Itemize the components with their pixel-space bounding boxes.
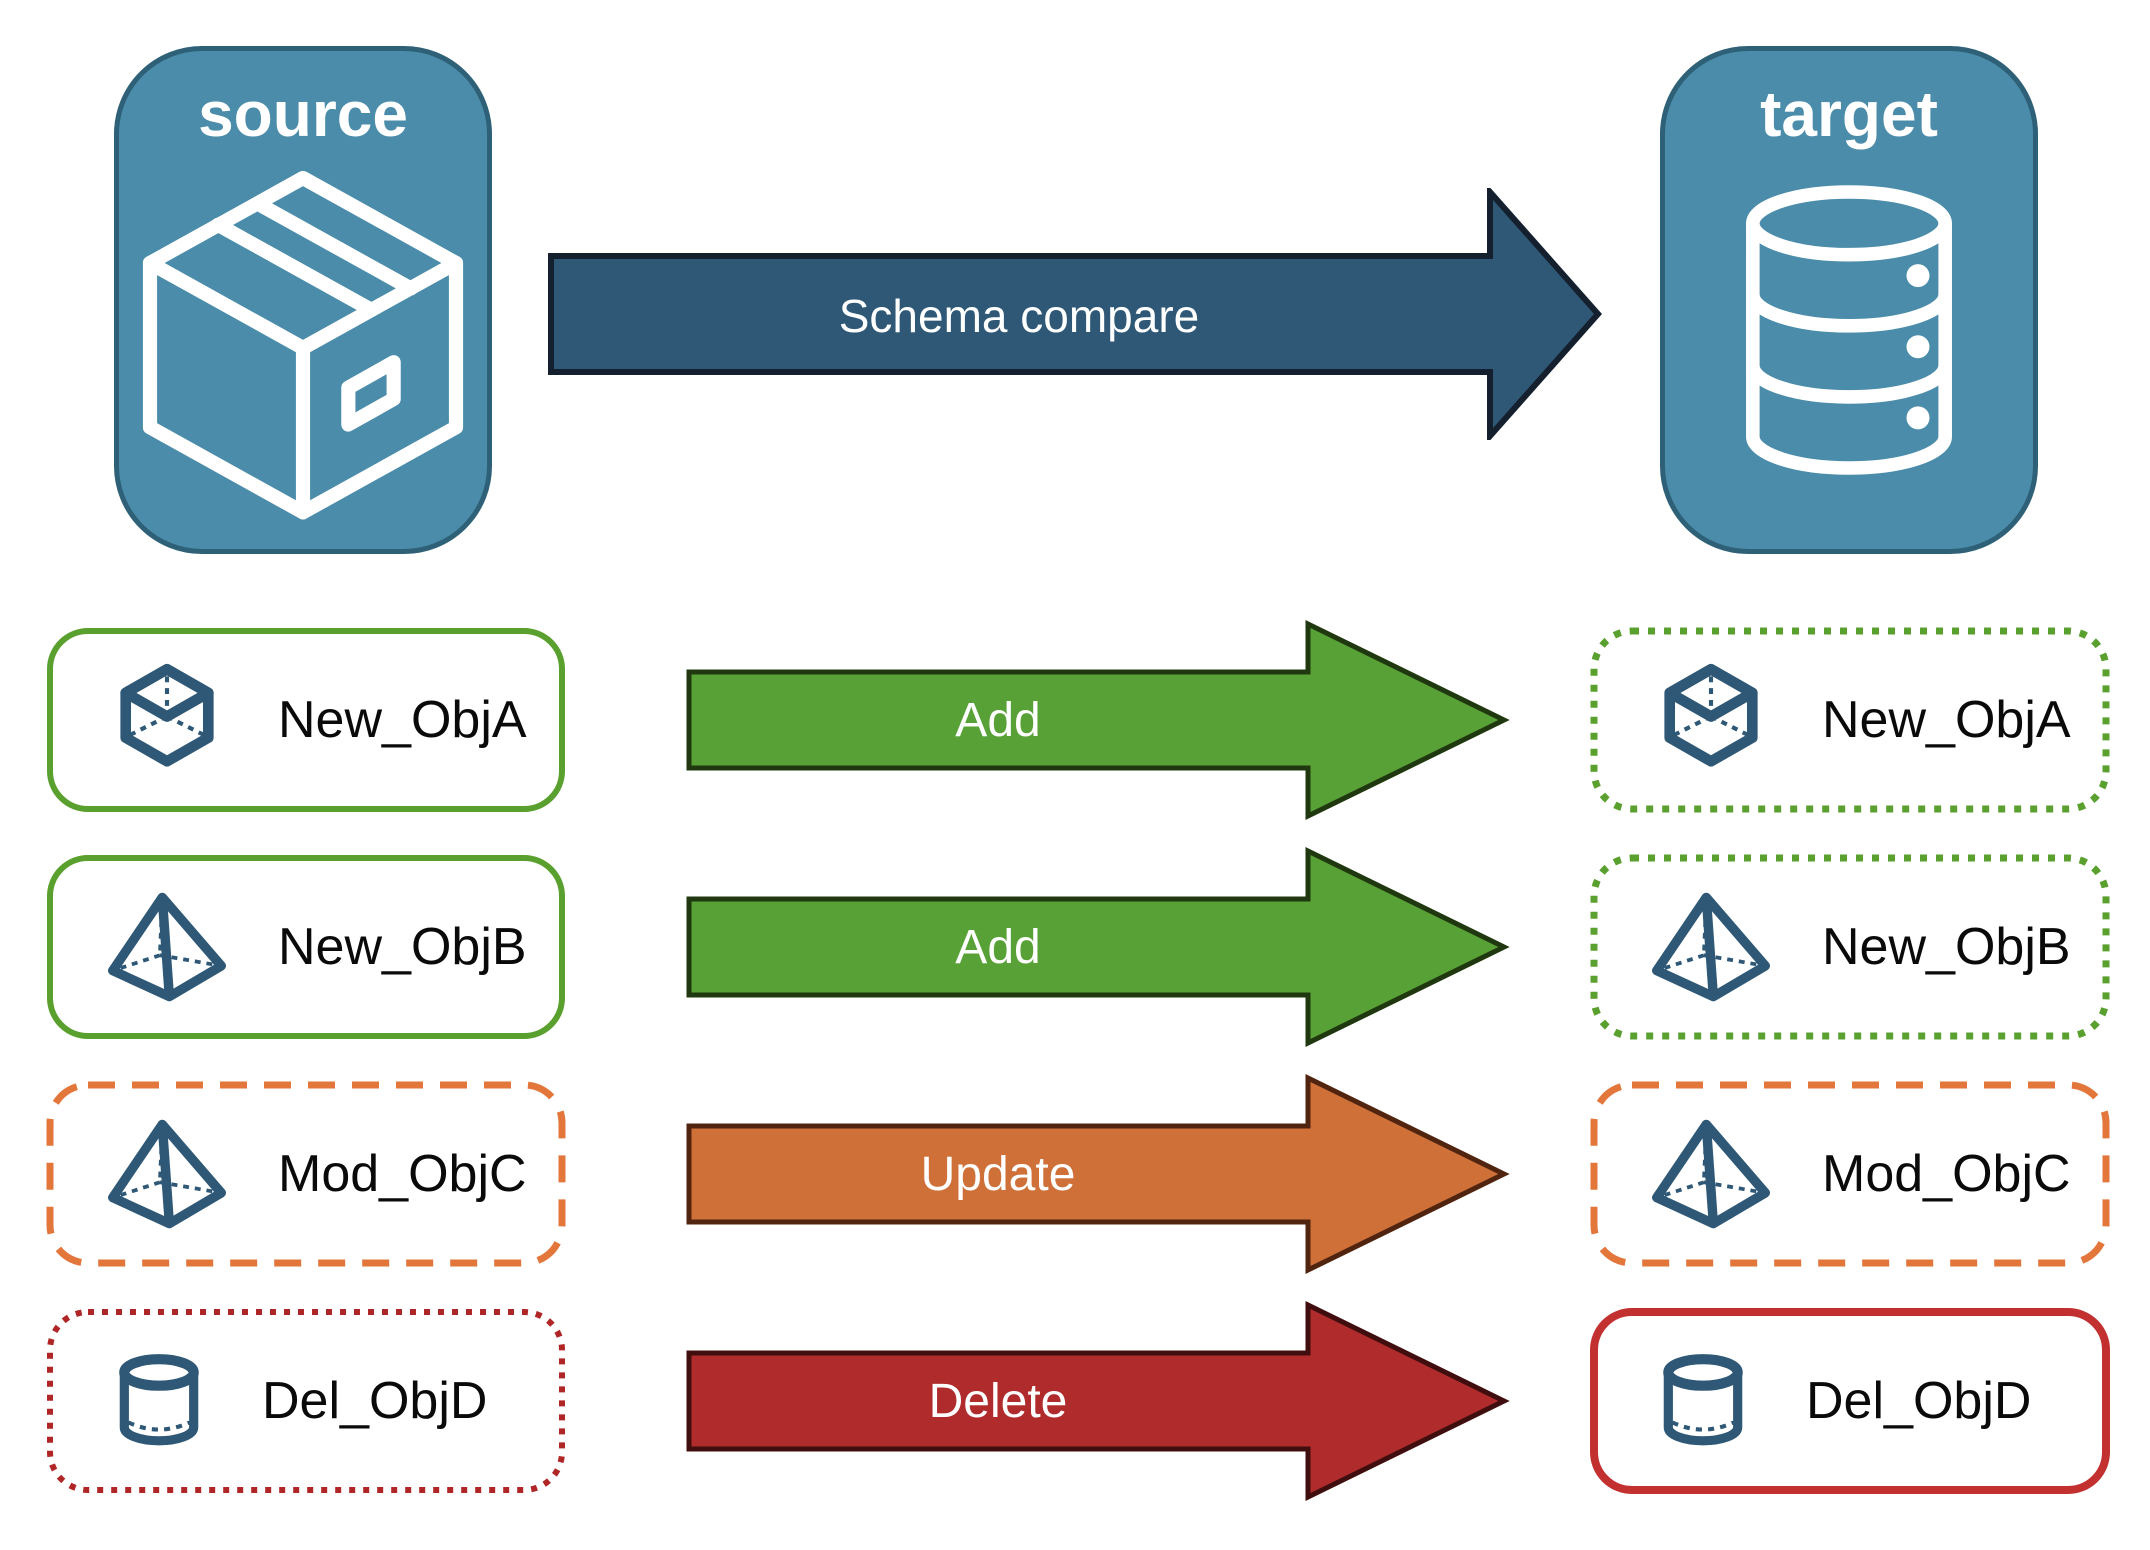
- schema-compare-arrow: [548, 188, 1603, 440]
- object-label: New_ObjA: [1822, 691, 2071, 749]
- add-arrow-label-row1: Add: [955, 693, 1041, 747]
- object-label: Mod_ObjC: [278, 1145, 527, 1203]
- source-object-box-del-objd: Del_ObjD: [46, 1308, 566, 1494]
- add-arrow-label-row2: Add: [955, 920, 1041, 974]
- object-label: New_ObjA: [278, 691, 527, 749]
- target-node: target: [1660, 46, 2038, 554]
- cube-icon: [1652, 661, 1770, 779]
- database-icon: [1665, 161, 2033, 487]
- delete-arrow: [686, 1301, 1510, 1501]
- cube-icon: [108, 661, 226, 779]
- pyramid-icon: [1652, 1115, 1770, 1233]
- target-object-box-new-objb: New_ObjB: [1590, 854, 2110, 1040]
- source-object-box-mod-objc: Mod_ObjC: [46, 1081, 566, 1267]
- package-icon: [119, 161, 487, 535]
- object-label: Del_ObjD: [1806, 1372, 2032, 1430]
- source-object-box-new-obja: New_ObjA: [46, 627, 566, 813]
- target-object-box-del-objd: Del_ObjD: [1590, 1308, 2110, 1494]
- pyramid-icon: [1652, 888, 1770, 1006]
- add-arrow-row1: [686, 620, 1510, 820]
- object-label: Mod_ObjC: [1822, 1145, 2071, 1203]
- object-label: Del_ObjD: [262, 1372, 488, 1430]
- target-object-box-mod-objc: Mod_ObjC: [1590, 1081, 2110, 1267]
- object-label: New_ObjB: [278, 918, 527, 976]
- source-node: source: [114, 46, 492, 554]
- delete-arrow-label: Delete: [928, 1374, 1068, 1428]
- cylinder-icon: [108, 1348, 210, 1454]
- add-arrow-row2: [686, 847, 1510, 1047]
- object-label: New_ObjB: [1822, 918, 2071, 976]
- target-node-title: target: [1760, 78, 1938, 150]
- update-arrow-label: Update: [920, 1147, 1076, 1201]
- target-object-box-new-obja: New_ObjA: [1590, 627, 2110, 813]
- schema-compare-label: Schema compare: [838, 290, 1200, 342]
- cylinder-icon: [1652, 1348, 1754, 1454]
- pyramid-icon: [108, 888, 226, 1006]
- update-arrow: [686, 1074, 1510, 1274]
- source-node-title: source: [198, 78, 408, 150]
- pyramid-icon: [108, 1115, 226, 1233]
- source-object-box-new-objb: New_ObjB: [46, 854, 566, 1040]
